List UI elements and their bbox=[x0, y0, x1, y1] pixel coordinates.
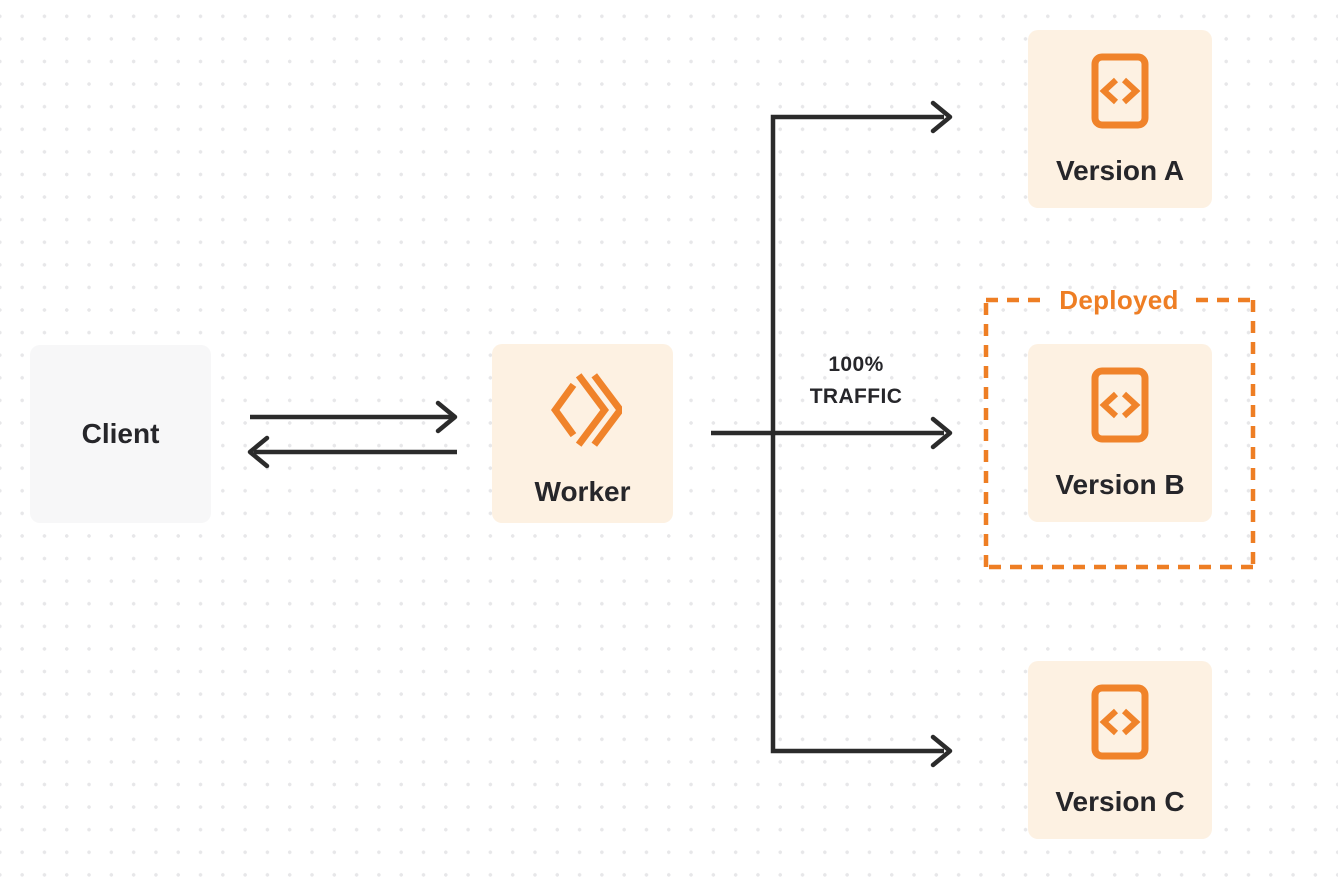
version-b-node-label: Version B bbox=[1055, 469, 1185, 500]
client-node: Client bbox=[30, 345, 211, 523]
worker-node-label: Worker bbox=[534, 476, 631, 507]
branch-trunk-line bbox=[770, 114, 944, 754]
traffic-word: TRAFFIC bbox=[809, 385, 903, 408]
worker-node: Worker bbox=[492, 344, 673, 523]
worker-to-client-arrowhead-icon bbox=[247, 435, 270, 469]
version-b-node: Version B bbox=[1028, 344, 1212, 522]
traffic-percent: 100% bbox=[828, 353, 884, 376]
client-node-label: Client bbox=[81, 418, 160, 449]
traffic-label: 100% TRAFFIC bbox=[773, 349, 939, 413]
cloudflare-workers-icon bbox=[544, 371, 622, 449]
version-b-arrowhead-icon bbox=[930, 416, 953, 450]
client-to-worker-arrowhead-icon bbox=[435, 400, 458, 434]
version-a-node: Version A bbox=[1028, 30, 1212, 208]
deployed-group-label: Deployed bbox=[1059, 285, 1179, 315]
code-file-icon bbox=[1091, 53, 1149, 129]
version-c-arrowhead-icon bbox=[930, 734, 953, 768]
version-c-node-label: Version C bbox=[1055, 786, 1185, 817]
version-c-node: Version C bbox=[1028, 661, 1212, 839]
version-a-arrowhead-icon bbox=[930, 100, 953, 134]
code-file-icon bbox=[1091, 367, 1149, 443]
code-file-icon bbox=[1091, 684, 1149, 760]
version-a-node-label: Version A bbox=[1055, 155, 1185, 186]
